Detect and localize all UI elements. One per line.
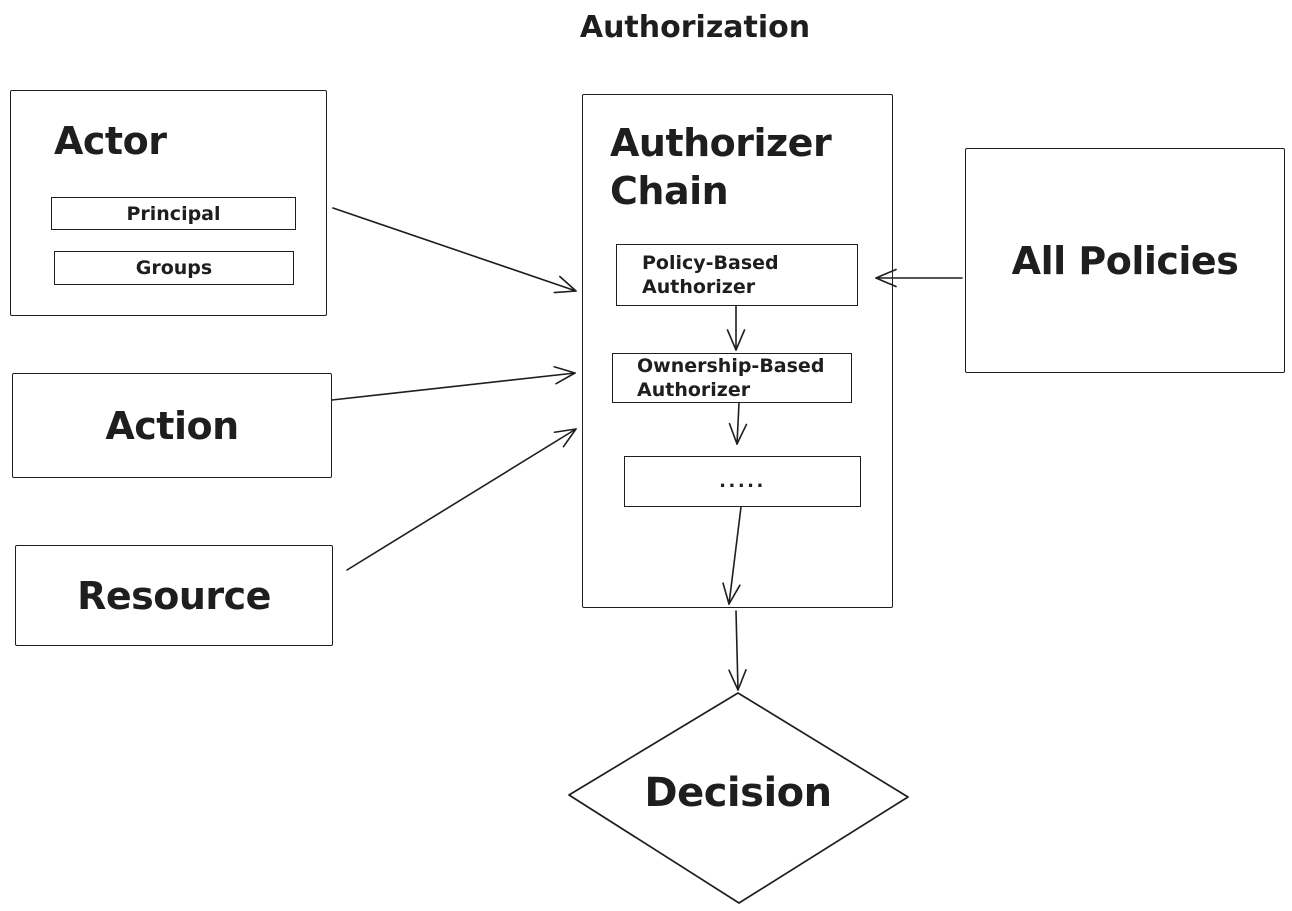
actor-label: Actor [54, 119, 167, 163]
decision-label: Decision [644, 770, 832, 816]
node-principal[interactable]: Principal [51, 197, 296, 230]
node-policy-based-authorizer[interactable]: Policy-Based Authorizer [616, 244, 858, 306]
node-all-policies[interactable]: All Policies [965, 148, 1285, 373]
resource-label: Resource [77, 573, 271, 618]
decision-diamond-shape[interactable] [568, 692, 909, 904]
node-resource[interactable]: Resource [15, 545, 333, 646]
node-more-authorizers[interactable]: ..... [624, 456, 861, 507]
principal-label: Principal [126, 202, 221, 225]
more-authorizers-label: ..... [719, 470, 766, 492]
groups-label: Groups [135, 257, 213, 279]
authorizer-chain-label: Authorizer Chain [610, 121, 832, 213]
node-ownership-based-authorizer[interactable]: Ownership-Based Authorizer [612, 353, 852, 403]
ownership-based-authorizer-label: Ownership-Based Authorizer [637, 355, 825, 401]
action-label: Action [105, 403, 239, 448]
node-action[interactable]: Action [12, 373, 332, 478]
diagram-title: Authorization [579, 10, 811, 45]
node-groups[interactable]: Groups [54, 251, 294, 285]
all-policies-label: All Policies [1011, 238, 1239, 283]
node-decision[interactable]: Decision [598, 770, 878, 816]
node-authorizer-chain[interactable]: Authorizer Chain Policy-Based Authorizer… [582, 94, 893, 608]
node-actor[interactable]: Actor Principal Groups [10, 90, 327, 316]
policy-based-authorizer-label: Policy-Based Authorizer [642, 252, 779, 298]
